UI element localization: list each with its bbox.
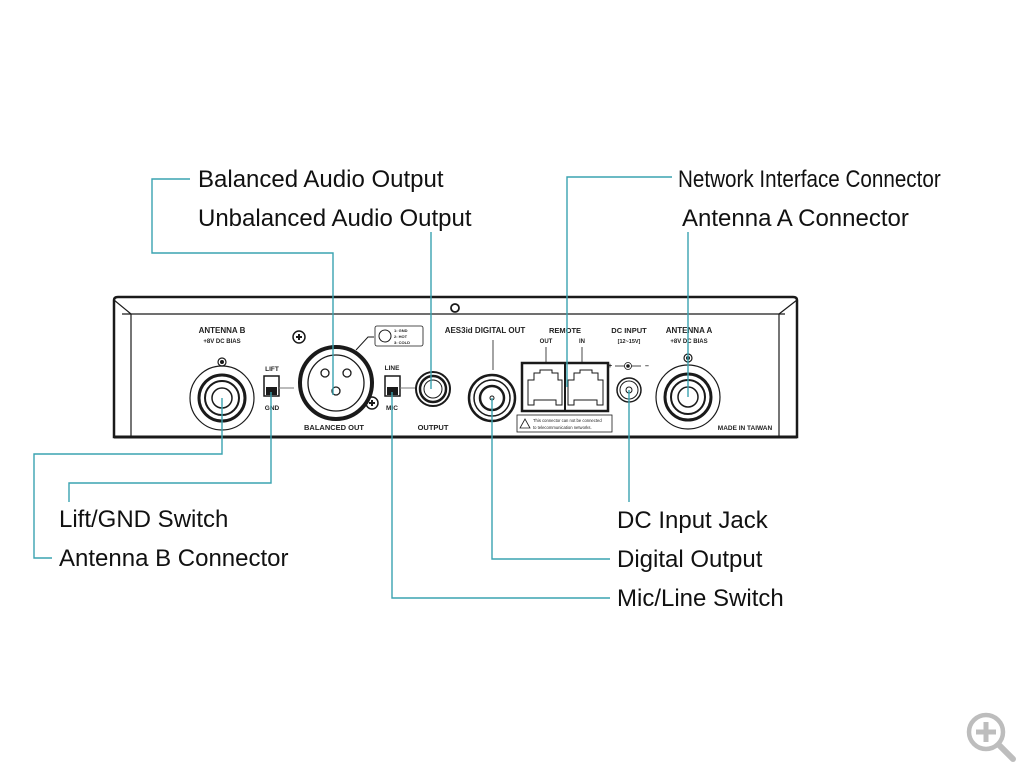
label-line: LINE [385, 365, 400, 372]
pinout-1: 1: GND [394, 328, 408, 333]
magnifier-plus-icon [966, 712, 1016, 762]
chassis-right-corner [778, 299, 798, 315]
xlr-balanced-output[interactable] [292, 330, 379, 421]
callout-balanced-audio-output: Balanced Audio Output [198, 166, 444, 193]
warning-line-2: to telecommunication networks. [533, 425, 592, 430]
leader-digital-output [491, 398, 610, 560]
callout-network-interface-connector: Network Interface Connector [678, 166, 941, 193]
label-plus: + [608, 363, 612, 370]
remote-network-connector[interactable] [520, 347, 610, 413]
leader-network-interface-connector [566, 176, 672, 387]
label-antenna-b-bias: +8V DC BIAS [203, 339, 240, 345]
label-remote: REMOTE [549, 326, 581, 335]
leader-lift-gnd-switch [68, 392, 272, 502]
xlr-screw-top [292, 330, 306, 344]
callout-digital-output: Digital Output [617, 546, 763, 573]
unbalanced-output-jack[interactable] [415, 371, 451, 407]
label-output: OUTPUT [418, 423, 449, 432]
label-antenna-b: ANTENNA B [199, 326, 246, 335]
label-gnd: GND [265, 405, 280, 412]
rj45-port-in [567, 369, 604, 406]
label-dc-voltage: [12~15V] [618, 339, 641, 345]
chassis-screw-hole [450, 303, 460, 313]
label-remote-in: IN [579, 339, 585, 345]
callout-mic-line-switch: Mic/Line Switch [617, 585, 784, 612]
dc-polarity-symbol [615, 362, 641, 370]
xlr-screw-bottom [365, 396, 379, 410]
telecom-warning-box [516, 414, 613, 433]
leader-mic-line-switch [391, 392, 610, 599]
xlr-pinout-legend [374, 325, 424, 347]
label-antenna-a: ANTENNA A [666, 326, 713, 335]
callout-antenna-a-connector: Antenna A Connector [682, 205, 909, 232]
label-balanced-out: BALANCED OUT [304, 423, 364, 432]
label-made-in: MADE IN TAIWAN [718, 425, 773, 432]
label-lift: LIFT [265, 366, 279, 373]
label-remote-out: OUT [540, 339, 553, 345]
leader-balanced-audio-output [151, 178, 334, 395]
callout-dc-input-jack: DC Input Jack [617, 507, 768, 534]
label-dc-input: DC INPUT [611, 326, 647, 335]
chassis-left-corner [113, 299, 132, 315]
label-minus: – [645, 363, 649, 370]
label-antenna-a-bias: +8V DC BIAS [670, 339, 707, 345]
leader-antenna-b-connector [33, 398, 223, 559]
callout-antenna-b-connector: Antenna B Connector [59, 545, 289, 572]
label-aes-digital-out: AES3id DIGITAL OUT [445, 326, 526, 335]
rj45-port-out [527, 369, 563, 406]
zoom-in-button[interactable] [962, 708, 1020, 766]
callout-lift-gnd-switch: Lift/GND Switch [59, 506, 229, 533]
callout-unbalanced-audio-output: Unbalanced Audio Output [198, 205, 472, 232]
warning-line-1: This connector can not be connected [533, 418, 602, 423]
warning-triangle-icon [519, 418, 531, 429]
pinout-2: 2: HOT [394, 334, 408, 339]
pinout-3: 3: COLD [394, 340, 410, 345]
